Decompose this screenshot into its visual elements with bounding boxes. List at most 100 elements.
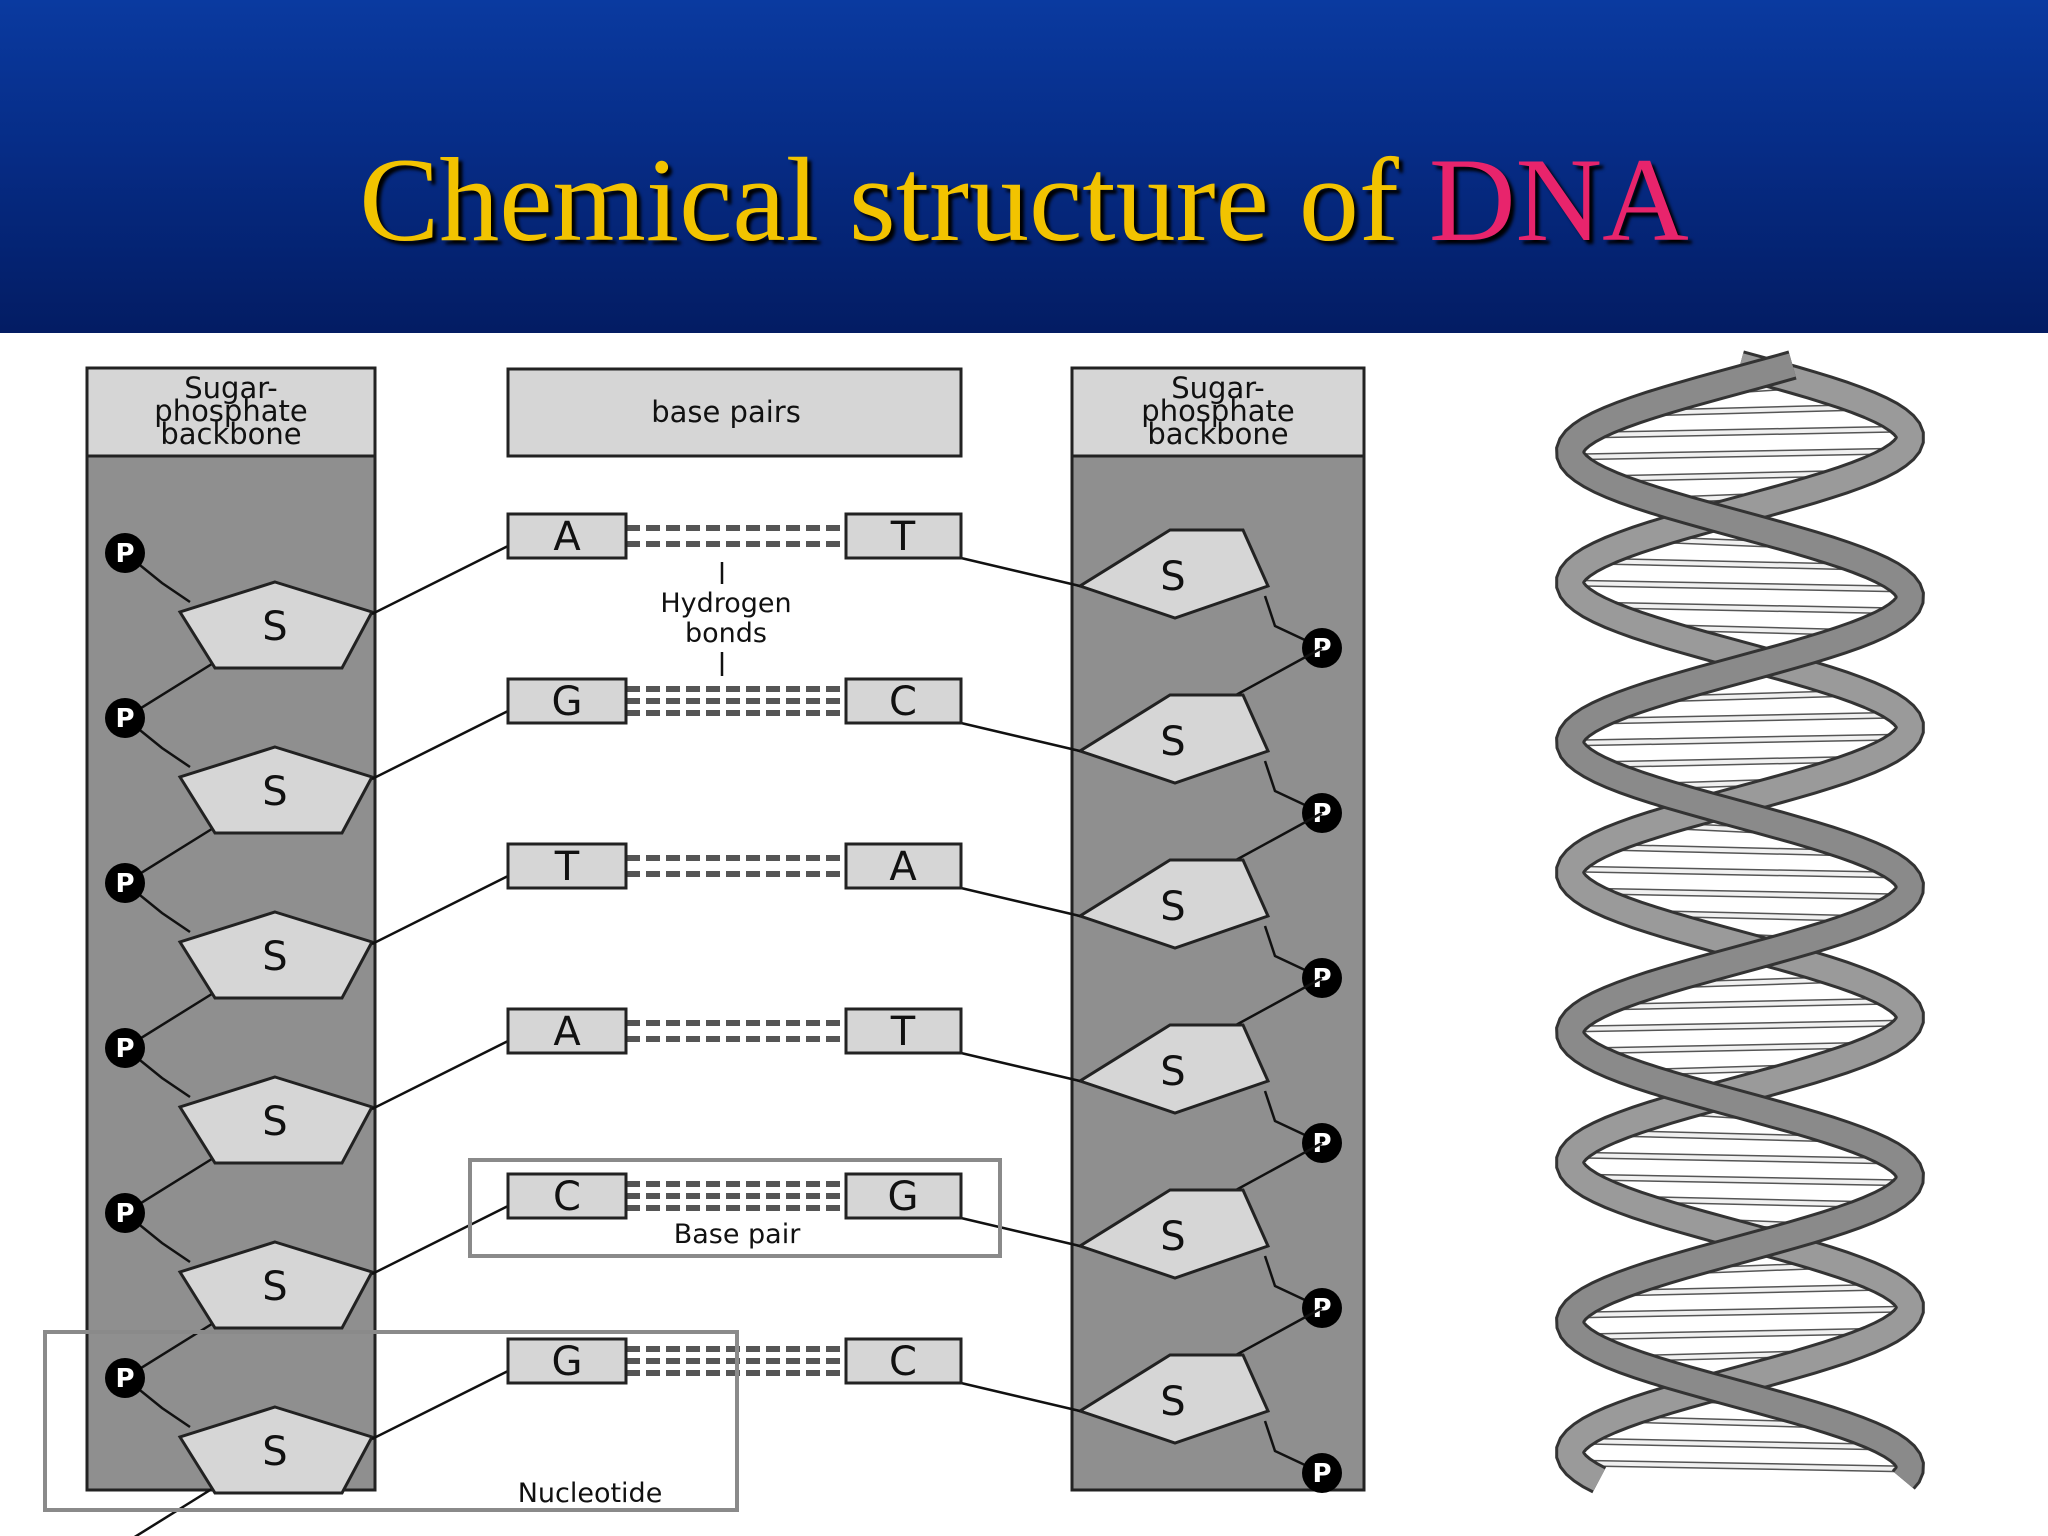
sugar-base-link	[371, 1204, 509, 1276]
helix-strand	[1558, 353, 1922, 1488]
sugar-label: S	[262, 934, 287, 980]
sugar-pentagon	[1076, 1353, 1271, 1445]
base-letter-right: A	[889, 844, 917, 890]
sugar-pentagon	[1076, 858, 1271, 950]
sugar-label: S	[262, 604, 287, 650]
sugar-base-link	[960, 721, 1081, 753]
sugar-pentagon	[1076, 1023, 1271, 1115]
sugar-base-link	[960, 1381, 1081, 1413]
base-box-right	[844, 842, 963, 890]
base-letter-right: T	[890, 514, 916, 560]
base-box-right	[844, 1337, 963, 1385]
helix-rung-highlight	[1576, 1307, 1910, 1317]
base-letter-right: G	[888, 1174, 919, 1220]
title-banner: Chemical structure of DNA	[0, 0, 2048, 333]
phosphate-dot	[105, 863, 145, 903]
helix-rung-highlight	[1573, 1021, 1909, 1031]
title-accent: DNA	[1428, 133, 1689, 266]
sugar-base-link	[960, 1051, 1081, 1083]
helix-rung-highlight	[1595, 845, 1851, 855]
hydrogen-label-line2: bonds	[685, 618, 767, 649]
helix-rung-highlight	[1616, 1285, 1894, 1295]
sugar-pentagon	[1076, 1188, 1271, 1280]
phosphate-dot	[105, 533, 145, 573]
phosphate-label: P	[1312, 1459, 1331, 1489]
sugar-pentagon	[177, 910, 375, 1000]
base-box-right	[844, 677, 963, 725]
left-header-line3: backbone	[160, 417, 301, 451]
right-backbone-header	[1070, 366, 1366, 458]
sugar-pentagon	[177, 1075, 375, 1165]
helix-rung-highlight	[1583, 889, 1910, 899]
phosphate-dot	[105, 1193, 145, 1233]
sugar-base-link	[371, 1039, 509, 1111]
sugar-label: S	[262, 1429, 287, 1475]
sugar-pentagon	[177, 745, 375, 835]
sugar-label: S	[262, 1264, 287, 1310]
sugar-base-link	[371, 544, 509, 616]
base-letter-left: G	[552, 1339, 583, 1385]
base-letter-left: T	[554, 844, 580, 890]
right-header-line3: backbone	[1147, 417, 1288, 451]
sugar-label: S	[1160, 1379, 1185, 1425]
sugar-base-link	[371, 874, 509, 946]
double-helix-icon	[1555, 350, 1925, 1494]
base-letter-right: C	[889, 1339, 917, 1385]
helix-rung-highlight	[1606, 999, 1900, 1009]
right-backbone-bond	[1224, 1141, 1323, 1198]
helix-rung-highlight	[1598, 713, 1904, 723]
sugar-pentagon	[177, 1240, 375, 1330]
sugar-label: S	[262, 1099, 287, 1145]
right-backbone-bond	[1224, 646, 1323, 703]
title-main: Chemical structure of	[359, 133, 1399, 266]
sugar-base-link	[960, 1216, 1081, 1248]
phosphate-label: P	[115, 869, 134, 899]
base-letter-left: C	[553, 1174, 581, 1220]
base-box-right	[844, 512, 963, 560]
base-box-left	[506, 677, 628, 725]
base-letter-left: G	[552, 679, 583, 725]
nucleotide-label: Nucleotide	[518, 1478, 663, 1509]
helix-rung-highlight	[1590, 427, 1908, 437]
sugar-label: S	[1160, 884, 1185, 930]
base-pair-highlight-box	[468, 1158, 1002, 1258]
base-box-left	[506, 1337, 628, 1385]
sugar-label: S	[1160, 719, 1185, 765]
right-backbone-bond	[1224, 811, 1323, 868]
sugar-base-link	[371, 709, 509, 781]
left-header-line2: phosphate	[154, 394, 307, 428]
sugar-label: S	[262, 769, 287, 815]
right-backbone-bond	[1224, 1306, 1323, 1363]
left-backbone-bond	[133, 1485, 216, 1536]
right-header-line1: Sugar-	[1171, 371, 1265, 405]
base-pairs-header-label: base pairs	[651, 395, 801, 429]
sugar-pentagon	[1076, 528, 1271, 620]
hydrogen-label-line1: Hydrogen	[660, 588, 791, 619]
phosphate-dot	[1302, 1453, 1342, 1493]
helix-rung-highlight	[1573, 1329, 1889, 1339]
base-box-right	[844, 1172, 963, 1220]
phosphate-label: P	[115, 539, 134, 569]
sugar-pentagon	[1076, 693, 1271, 785]
helix-rung-highlight	[1589, 603, 1908, 613]
base-letter-left: A	[553, 1009, 581, 1055]
base-letter-right: C	[889, 679, 917, 725]
helix-rung-highlight	[1603, 1131, 1839, 1141]
phosphate-dot	[105, 698, 145, 738]
helix-rung-highlight	[1576, 1043, 1881, 1053]
base-box-left	[506, 1007, 628, 1055]
sugar-pentagon	[177, 580, 375, 670]
helix-rung-highlight	[1570, 867, 1898, 877]
sugar-label: S	[1160, 1214, 1185, 1260]
phosphate-label: P	[115, 704, 134, 734]
base-pair-label: Base pair	[674, 1219, 802, 1250]
helix-rung-highlight	[1588, 559, 1861, 569]
helix-strand	[1558, 353, 1922, 1491]
sugar-label: S	[1160, 1049, 1185, 1095]
